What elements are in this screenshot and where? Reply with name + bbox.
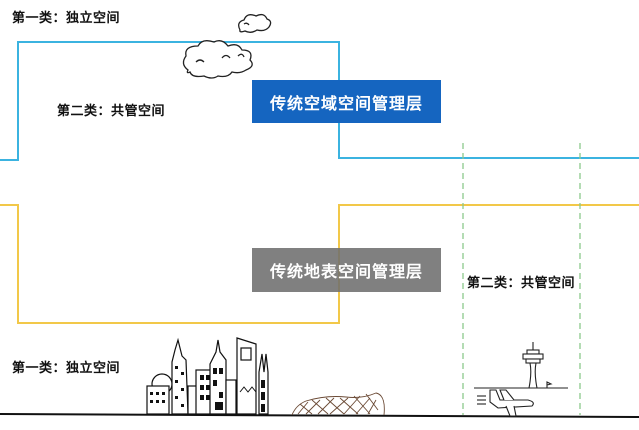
surface-layer-title: 传统地表空间管理层 — [269, 262, 423, 281]
control-tower-icon — [474, 342, 568, 389]
cloud-icon — [238, 13, 272, 33]
airspace-layer-title: 传统空域空间管理层 — [269, 93, 423, 113]
surface-shared-label: 第二类：共管空间 — [467, 276, 576, 291]
airspace-management-layer-box: 传统空域空间管理层 — [252, 80, 441, 123]
airspace-shared-label: 第二类：共管空间 — [57, 104, 166, 119]
cloud-icon — [182, 40, 253, 79]
surface-boundary-line — [0, 204, 639, 324]
airspace-independent-label: 第一类：独立空间 — [12, 11, 121, 26]
ground-line — [0, 413, 639, 418]
surface-management-layer-box: 传统地表空间管理层 — [252, 248, 441, 292]
airspace-boundary-line — [0, 41, 639, 161]
surface-independent-label: 第一类：独立空间 — [12, 361, 121, 376]
airplane-icon — [477, 389, 534, 417]
